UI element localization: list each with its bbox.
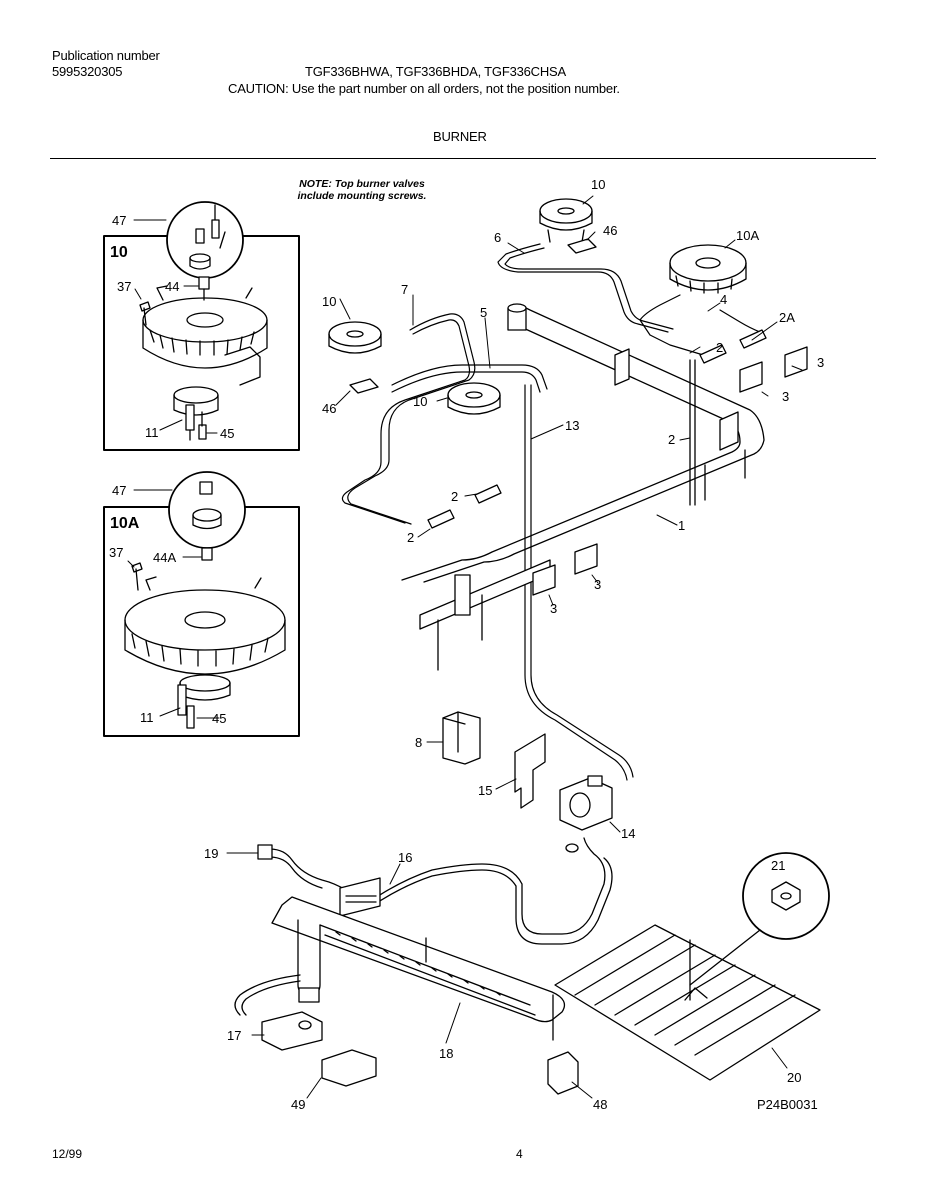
diagram-note: NOTE: Top burner valves include mounting… <box>262 178 462 202</box>
callout-2c: 2 <box>451 489 458 504</box>
callout-45a: 45 <box>220 426 234 441</box>
caution-text: CAUTION: Use the part number on all orde… <box>228 81 620 96</box>
inset-10A-label: 10A <box>110 515 140 532</box>
callout-5: 5 <box>480 305 487 320</box>
callout-19: 19 <box>204 846 218 861</box>
callout-2A: 2A <box>779 310 795 325</box>
bracket-48 <box>547 1051 579 1095</box>
burner-head-10A <box>124 589 286 651</box>
callout-16: 16 <box>398 850 412 865</box>
callout-1: 1 <box>678 518 685 533</box>
callout-2a: 2 <box>716 340 723 355</box>
oven-burner-tube-18 <box>271 896 566 1023</box>
oven-ignitor-17 <box>261 1011 323 1051</box>
publication-number: 5995320305 <box>52 64 123 79</box>
bracket-49 <box>321 1049 377 1087</box>
gas-tubing <box>341 243 761 781</box>
burner-cap-small <box>189 253 211 263</box>
date-label: 12/99 <box>52 1147 83 1161</box>
diagram-code: P24B0031 <box>757 1097 818 1112</box>
callout-3a: 3 <box>817 355 824 370</box>
callout-18: 18 <box>439 1046 453 1061</box>
callout-44: 44 <box>165 279 179 294</box>
hex-nut-21 <box>771 881 801 911</box>
callout-3c: 3 <box>594 577 601 592</box>
callout-49: 49 <box>291 1097 305 1112</box>
magnifier-circle-10 <box>166 201 244 279</box>
callout-8: 8 <box>415 735 422 750</box>
callout-15: 15 <box>478 783 492 798</box>
callout-2b: 2 <box>668 432 675 447</box>
callout-47a: 47 <box>112 213 126 228</box>
inset-10-label: 10 <box>110 244 128 261</box>
note-line-2: include mounting screws. <box>297 190 427 202</box>
leader-lines <box>127 195 803 1099</box>
note-line-1: NOTE: Top burner valves <box>299 178 425 190</box>
callout-46-left: 46 <box>322 401 336 416</box>
callout-labels: 47 37 44 11 45 47 37 44A 11 45 10 46 6 1… <box>109 177 824 1112</box>
header-divider <box>50 158 876 159</box>
callout-37a: 37 <box>117 279 131 294</box>
callout-6: 6 <box>494 230 501 245</box>
top-burner-assembly <box>328 198 747 415</box>
burner-valve-middle <box>447 382 501 408</box>
burner-valve-10A <box>669 244 747 282</box>
callout-21: 21 <box>771 858 785 873</box>
callout-10-top: 10 <box>591 177 605 192</box>
regulator-bracket-15 <box>514 733 546 809</box>
manifold-pipe <box>401 303 808 671</box>
callout-7: 7 <box>401 282 408 297</box>
callout-44A: 44A <box>153 550 176 565</box>
callout-46-top: 46 <box>603 223 617 238</box>
page-number: 4 <box>516 1147 523 1161</box>
section-title: BURNER <box>433 129 487 144</box>
oven-baffle-20 <box>554 924 821 1081</box>
callout-20: 20 <box>787 1070 801 1085</box>
callout-45b: 45 <box>212 711 226 726</box>
callout-10-left: 10 <box>322 294 336 309</box>
regulator-section <box>442 711 613 831</box>
callout-47b: 47 <box>112 483 126 498</box>
callout-2d: 2 <box>407 530 414 545</box>
callout-11b: 11 <box>140 710 154 725</box>
inset-10A: 10A <box>103 471 300 737</box>
callout-3d: 3 <box>550 601 557 616</box>
callout-13: 13 <box>565 418 579 433</box>
oven-igniter <box>339 877 381 917</box>
callout-48: 48 <box>593 1097 607 1112</box>
model-numbers: TGF336BHWA, TGF336BHDA, TGF336CHSA <box>305 64 566 79</box>
callout-17: 17 <box>227 1028 241 1043</box>
callout-10-mid: 10 <box>413 394 427 409</box>
callout-10A: 10A <box>736 228 759 243</box>
callout-4: 4 <box>720 292 727 307</box>
burner-valve-left <box>328 321 382 347</box>
oven-burner-section <box>234 837 830 1095</box>
publication-label: Publication number <box>52 48 160 63</box>
bracket-46-top <box>567 238 597 254</box>
burner-head-10 <box>142 297 268 343</box>
callout-3b: 3 <box>782 389 789 404</box>
bracket-46-left <box>349 378 379 394</box>
callout-11a: 11 <box>145 425 159 440</box>
inset-10: 10 <box>103 201 300 451</box>
callout-37b: 37 <box>109 545 123 560</box>
callout-14: 14 <box>621 826 635 841</box>
